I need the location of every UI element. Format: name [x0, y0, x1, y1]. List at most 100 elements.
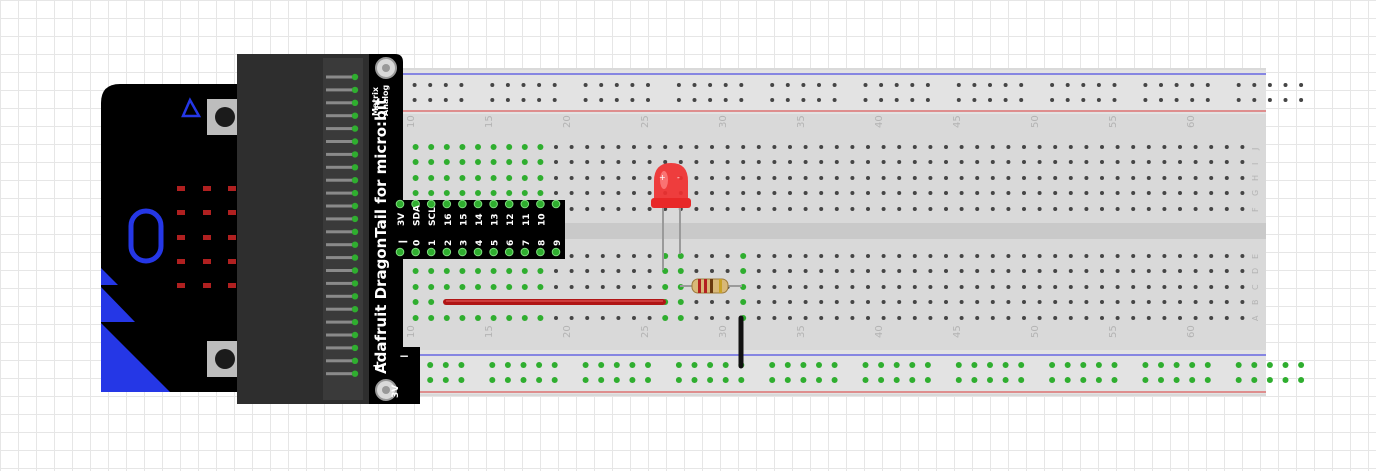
- breadboard-hole: [475, 268, 481, 274]
- button-a[interactable]: [215, 107, 235, 127]
- power-rail-hole: [816, 362, 822, 368]
- row-letter: I: [1251, 163, 1260, 165]
- button-b[interactable]: [215, 349, 235, 369]
- breadboard-hole: [803, 176, 808, 180]
- breadboard-hole: [1100, 145, 1104, 149]
- power-rail-hole: [504, 362, 511, 368]
- power-rail-hole: [893, 362, 900, 368]
- breadboard-hole: [1084, 269, 1089, 273]
- pin-label-bottom: 1: [428, 240, 438, 246]
- breadboard-hole: [772, 176, 777, 180]
- power-rail-hole: [427, 362, 434, 368]
- power-rail-hole: [428, 83, 433, 87]
- power-rail-hole: [816, 377, 822, 383]
- power-rail-hole: [443, 83, 448, 87]
- breadboard-hole: [1037, 269, 1042, 273]
- breadboard-hole: [1053, 285, 1058, 289]
- row-letter: D: [1251, 268, 1260, 274]
- power-rail-hole: [988, 83, 992, 87]
- power-rail-hole: [1283, 98, 1288, 102]
- breadboard-hole: [928, 316, 933, 320]
- breadboard-hole: [803, 254, 808, 258]
- power-rail-hole: [739, 83, 744, 87]
- row-letter: C: [1251, 284, 1260, 290]
- breadboard-hole: [834, 191, 839, 195]
- power-rail-hole: [1112, 98, 1117, 102]
- breadboard-hole: [647, 254, 652, 258]
- breadboard-hole: [1240, 145, 1245, 149]
- breadboard-hole: [647, 269, 652, 273]
- breadboard-hole: [959, 269, 964, 273]
- header-pin: [426, 199, 436, 209]
- breadboard-hole: [772, 269, 777, 273]
- breadboard-hole: [819, 300, 824, 304]
- breadboard-hole: [928, 160, 933, 164]
- breadboard-hole: [1131, 269, 1136, 273]
- breadboard-hole: [569, 269, 574, 273]
- breadboard-hole: [834, 300, 839, 304]
- power-rail-hole: [1298, 377, 1305, 383]
- breadboard-hole: [521, 175, 528, 181]
- power-rail-hole: [723, 98, 728, 102]
- breadboard-hole: [521, 315, 528, 321]
- power-rail-hole: [1236, 98, 1241, 102]
- breadboard-hole: [585, 285, 590, 289]
- breadboard-hole: [819, 316, 824, 320]
- power-rail-hole: [1018, 362, 1025, 368]
- power-rail-hole: [582, 377, 589, 383]
- breadboard-hole: [975, 145, 980, 149]
- resistor[interactable]: [680, 278, 742, 294]
- power-rail-hole: [1143, 83, 1148, 87]
- breadboard-hole: [990, 176, 995, 180]
- breadboard-hole: [1131, 176, 1136, 180]
- breadboard-hole: [443, 159, 450, 165]
- edge-contact: [326, 372, 356, 376]
- breadboard-hole: [506, 315, 513, 321]
- breadboard-hole: [569, 207, 574, 211]
- breadboard-hole: [1115, 176, 1120, 180]
- breadboard-hole: [990, 160, 995, 164]
- row-letter: F: [1251, 207, 1260, 212]
- breadboard-hole: [1053, 160, 1058, 164]
- breadboard-hole: [1006, 285, 1011, 289]
- breadboard-hole: [647, 316, 652, 320]
- breadboard-hole: [1068, 207, 1073, 211]
- breadboard-hole: [710, 300, 714, 304]
- breadboard-hole: [710, 254, 714, 258]
- breadboard-hole: [912, 300, 917, 304]
- power-rail-hole: [505, 83, 510, 87]
- pin-label-top: SDA: [413, 205, 423, 226]
- row-letter: H: [1251, 175, 1260, 181]
- breadboard-hole: [975, 316, 980, 320]
- column-number: 35: [796, 115, 807, 128]
- breadboard-hole: [1100, 254, 1104, 258]
- power-rail-hole: [769, 377, 776, 383]
- power-rail-hole: [924, 362, 931, 368]
- power-rail-hole: [1080, 377, 1087, 383]
- breadboard-hole: [741, 145, 746, 149]
- breadboard-hole: [834, 145, 839, 149]
- microbit-blue-corner-3: [101, 323, 170, 392]
- led-dome: [654, 163, 688, 202]
- breadboard-hole: [1100, 316, 1104, 320]
- breadboard-hole: [1162, 160, 1167, 164]
- pin-label-bottom: 7: [522, 240, 532, 246]
- breadboard-hole: [554, 160, 558, 164]
- breadboard-hole: [1240, 176, 1245, 180]
- breadboard-hole: [1053, 254, 1058, 258]
- breadboard-hole: [803, 285, 808, 289]
- power-rail-hole: [613, 362, 620, 368]
- breadboard-hole: [428, 190, 435, 196]
- breadboard-hole: [554, 176, 558, 180]
- breadboard-hole: [1006, 269, 1011, 273]
- breadboard-hole: [1131, 160, 1136, 164]
- edge-contact: [326, 178, 356, 182]
- breadboard-hole: [521, 190, 528, 196]
- breadboard-hole: [412, 190, 419, 196]
- red-led[interactable]: + -: [651, 163, 691, 270]
- breadboard-hole: [459, 315, 466, 321]
- power-rail-hole: [722, 377, 729, 383]
- breadboard-hole: [1193, 285, 1198, 289]
- breadboard-hole: [537, 268, 544, 274]
- breadboard-hole: [632, 207, 636, 211]
